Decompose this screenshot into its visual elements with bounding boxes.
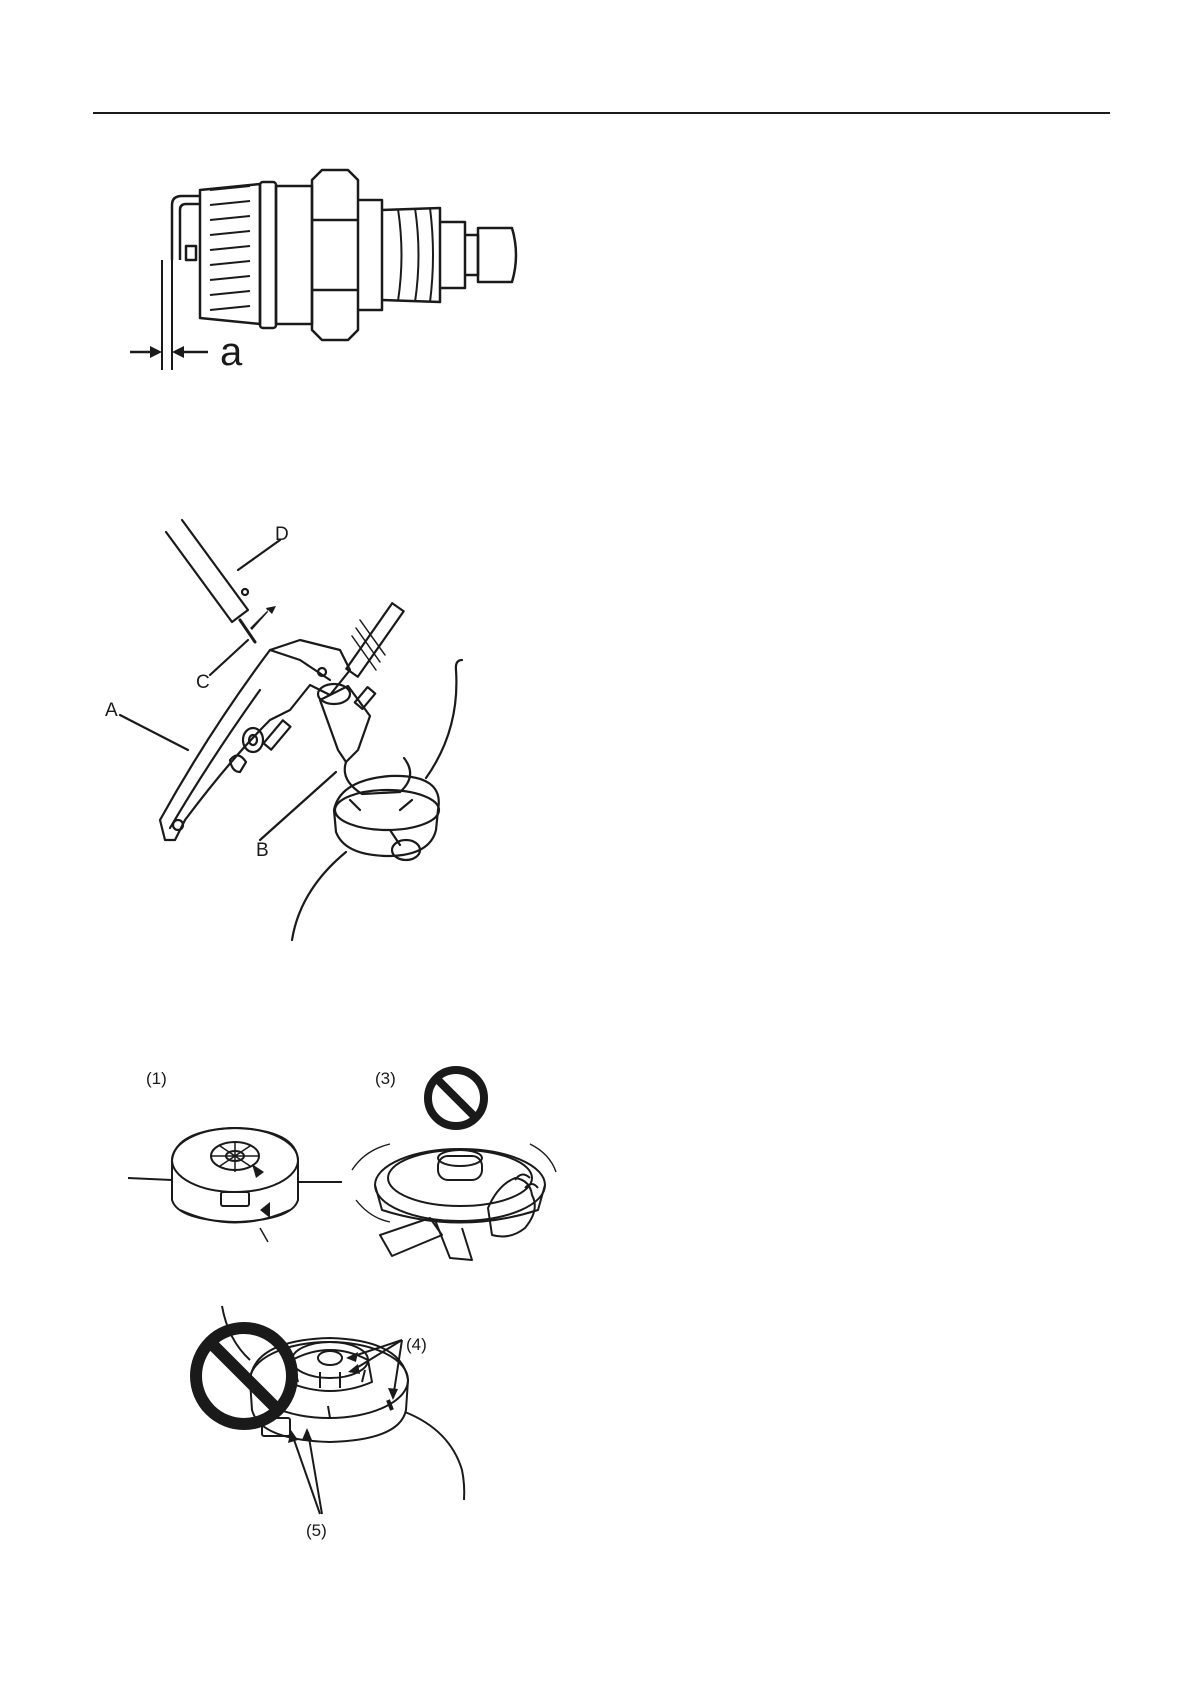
prohibition-icon xyxy=(428,1070,484,1126)
prohibition-icon xyxy=(196,1328,292,1424)
arrow-icon xyxy=(252,1164,264,1178)
label-d: D xyxy=(275,524,289,545)
gap-label: a xyxy=(220,330,243,374)
label-c: C xyxy=(196,672,210,693)
spark-plug-figure: a xyxy=(120,160,570,410)
assembly-figure: D C A B xyxy=(100,510,540,980)
label-b: B xyxy=(256,840,269,861)
head-detail-drawing: (4) (5) xyxy=(180,1300,480,1560)
head-detail-figure: (4) (5) xyxy=(180,1300,480,1560)
label-1: (1) xyxy=(146,1069,167,1088)
label-3: (3) xyxy=(375,1069,396,1088)
label-a: A xyxy=(105,700,118,721)
head-views-figure: (1) (3) xyxy=(120,1060,580,1300)
arrow-icon xyxy=(260,1202,270,1218)
arrow-icon xyxy=(250,606,276,630)
assembly-drawing: D C A B xyxy=(100,510,540,980)
label-5: (5) xyxy=(306,1521,327,1540)
head-views-drawing: (1) (3) xyxy=(120,1060,580,1300)
label-4: (4) xyxy=(406,1335,427,1354)
header-rule xyxy=(93,112,1110,114)
spark-plug-drawing: a xyxy=(120,160,570,410)
